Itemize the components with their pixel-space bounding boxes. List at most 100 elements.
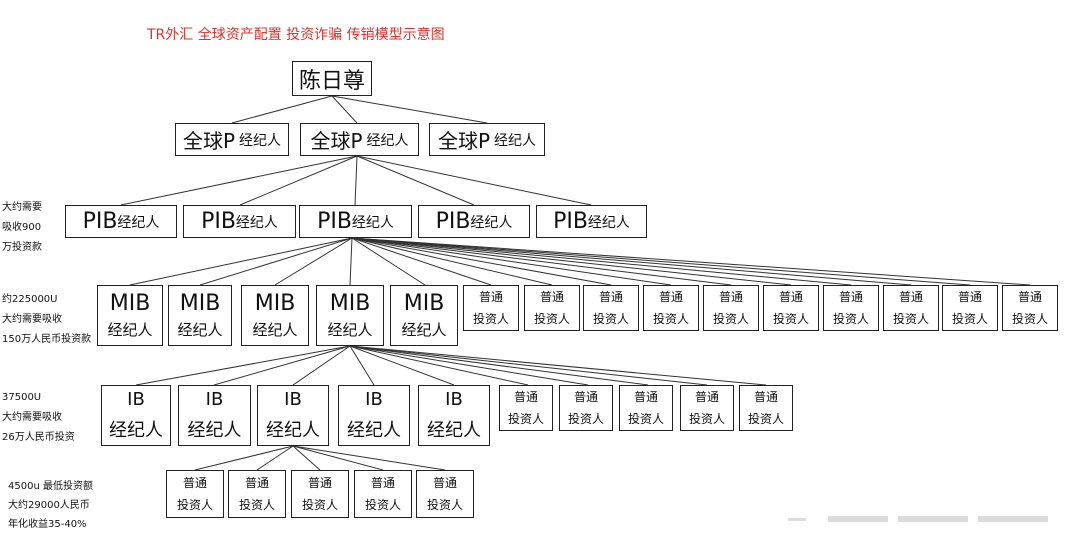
investor-label: 普通 [957, 290, 982, 304]
investor-label: 普通 [633, 390, 658, 404]
investor-node: 普通 投资人 [703, 285, 759, 331]
investor-node: 普通 投资人 [228, 470, 286, 518]
investor-node: 普通 投资人 [354, 470, 412, 518]
note-mib-level: 约225000U 大约需要吸收 150万人民币投资款 [2, 290, 91, 350]
node-subtitle: 经纪人 [494, 132, 537, 149]
global-p-broker-node: 全球P 经纪人 [300, 123, 419, 156]
investor-sublabel: 投资人 [567, 412, 604, 426]
node-subtitle: 经纪人 [427, 419, 481, 441]
node-title: MIB [109, 290, 151, 316]
investor-sublabel: 投资人 [592, 312, 629, 326]
node-title: MIB [329, 290, 371, 316]
note-ib-level: 37500U 大约需要吸收 26万人民币投资 [2, 388, 75, 448]
investor-label: 普通 [573, 390, 598, 404]
investor-node: 普通 投资人 [559, 385, 613, 431]
investor-label: 普通 [838, 290, 863, 304]
investor-sublabel: 投资人 [747, 412, 784, 426]
investor-label: 普通 [753, 390, 778, 404]
mib-broker-node: MIB 经纪人 [168, 285, 232, 346]
global-p-broker-node: 全球P 经纪人 [429, 123, 545, 156]
investor-node: 普通 投资人 [416, 470, 474, 518]
investor-label: 普通 [658, 290, 683, 304]
node-subtitle: 经纪人 [117, 214, 160, 231]
note-line: 大约需要吸收 [2, 314, 62, 325]
investor-node: 普通 投资人 [499, 385, 553, 431]
investor-node: 普通 投资人 [619, 385, 673, 431]
pib-broker-node: PIB 经纪人 [418, 205, 530, 238]
investor-label: 普通 [718, 290, 743, 304]
note-line: 26万人民币投资 [2, 432, 75, 443]
investor-sublabel: 投资人 [176, 498, 213, 512]
investor-sublabel: 投资人 [507, 412, 544, 426]
node-title: MIB [403, 290, 445, 316]
investor-node: 普通 投资人 [583, 285, 639, 331]
mib-broker-node: MIB 经纪人 [316, 285, 384, 346]
pib-broker-node: PIB 经纪人 [299, 205, 412, 238]
investor-label: 普通 [898, 290, 923, 304]
investor-node: 普通 投资人 [680, 385, 734, 431]
node-subtitle: 经纪人 [235, 214, 278, 231]
investor-node: 普通 投资人 [763, 285, 819, 331]
investor-node: 普通 投资人 [883, 285, 939, 331]
node-title: IB [445, 388, 463, 410]
investor-label: 普通 [370, 476, 395, 490]
investor-node: 普通 投资人 [823, 285, 879, 331]
investor-label: 普通 [598, 290, 623, 304]
ib-broker-node: IB 经纪人 [338, 385, 410, 446]
investor-label: 普通 [182, 476, 207, 490]
node-subtitle: 经纪人 [239, 132, 282, 149]
investor-sublabel: 投资人 [832, 312, 869, 326]
investor-label: 普通 [307, 476, 332, 490]
node-title: PIB [201, 209, 236, 234]
investor-label: 普通 [778, 290, 803, 304]
note-line: 37500U [2, 392, 42, 403]
investor-label: 普通 [244, 476, 269, 490]
investor-sublabel: 投资人 [688, 412, 725, 426]
pib-broker-node: PIB 经纪人 [65, 205, 177, 238]
investor-sublabel: 投资人 [238, 498, 275, 512]
investor-label: 普通 [478, 290, 503, 304]
node-subtitle: 经纪人 [177, 320, 223, 339]
ib-broker-node: IB 经纪人 [178, 385, 251, 446]
investor-sublabel: 投资人 [627, 412, 664, 426]
investor-sublabel: 投资人 [472, 312, 509, 326]
ib-broker-node: IB 经纪人 [257, 385, 329, 446]
node-title: MIB [254, 290, 296, 316]
investor-sublabel: 投资人 [892, 312, 929, 326]
investor-node: 普通 投资人 [291, 470, 349, 518]
note-line: 4500u 最低投资额 [8, 481, 93, 492]
note-line: 约225000U [2, 294, 58, 305]
node-title: MIB [179, 290, 221, 316]
node-title: PIB [82, 209, 118, 234]
investor-node: 普通 投资人 [166, 470, 224, 518]
node-title: 全球P [310, 129, 363, 153]
investor-sublabel: 投资人 [951, 312, 988, 326]
investor-node: 普通 投资人 [739, 385, 793, 431]
global-p-broker-node: 全球P 经纪人 [175, 123, 289, 156]
investor-sublabel: 投资人 [652, 312, 689, 326]
investor-node: 普通 投资人 [942, 285, 998, 331]
note-line: 大约需要 [2, 202, 42, 213]
node-subtitle: 经纪人 [107, 320, 153, 339]
investor-sublabel: 投资人 [301, 498, 338, 512]
investor-sublabel: 投资人 [533, 312, 570, 326]
node-title: PIB [553, 209, 588, 234]
node-title: IB [284, 388, 302, 410]
node-subtitle: 经纪人 [327, 320, 373, 339]
note-line: 万投资款 [2, 242, 42, 253]
ib-broker-node: IB 经纪人 [101, 385, 171, 446]
node-subtitle: 经纪人 [470, 214, 513, 231]
investor-label: 普通 [432, 476, 457, 490]
note-line: 大约需要吸收 [2, 412, 62, 423]
node-subtitle: 经纪人 [587, 214, 630, 231]
ib-broker-node: IB 经纪人 [418, 385, 490, 446]
root-label: 陈日尊 [298, 68, 365, 94]
investor-label: 普通 [1017, 290, 1042, 304]
node-subtitle: 经纪人 [187, 419, 242, 441]
pib-broker-node: PIB 经纪人 [536, 205, 647, 238]
investor-sublabel: 投资人 [364, 498, 401, 512]
note-line: 大约29000人民币 [8, 500, 90, 511]
root-node: 陈日尊 [292, 61, 372, 96]
investor-sublabel: 投资人 [1011, 312, 1048, 326]
